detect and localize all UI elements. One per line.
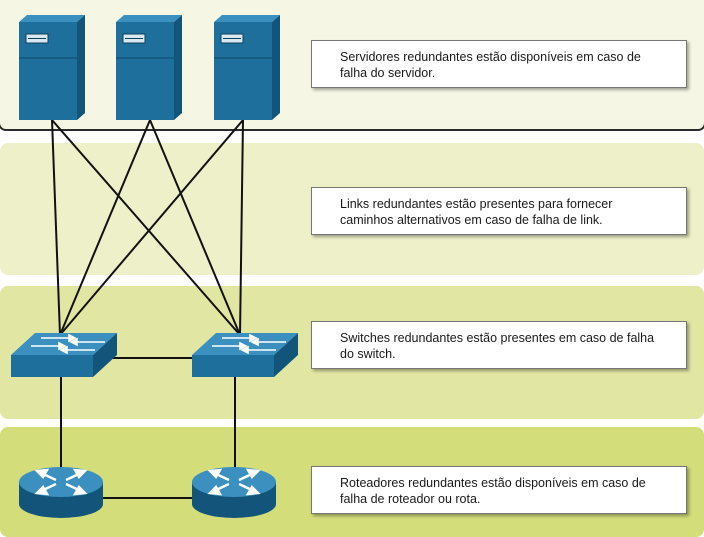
server-icon [214,15,280,120]
switches-callout: Switches redundantes estão presentes em … [311,321,687,369]
servers-callout: Servidores redundantes estão disponíveis… [311,40,687,88]
router-icon [192,467,276,518]
router-icon [19,467,103,518]
switch-icon [11,333,117,377]
link-server1-switch2 [51,119,241,336]
redundant-links [51,119,244,499]
switch-icon [192,333,298,377]
server-icon [19,15,85,120]
links-callout: Links redundantes estão presentes para f… [311,187,687,235]
link-server3-switch1 [59,119,244,336]
routers-callout: Roteadores redundantes estão disponíveis… [311,466,687,514]
link-server3-switch2 [239,119,244,336]
link-server1-switch1 [51,119,61,336]
link-server2-switch1 [59,119,151,336]
link-server2-switch2 [149,119,241,336]
server-icon [116,15,182,120]
